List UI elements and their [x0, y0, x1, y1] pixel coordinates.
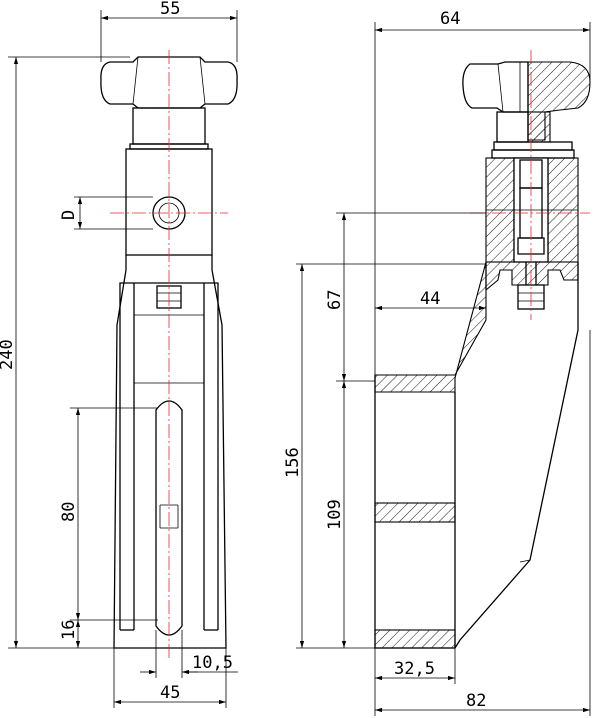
section-view — [374, 50, 591, 649]
front-dimensions: 55 240 D 80 16 10,5 45 — [0, 0, 238, 708]
section-body — [374, 261, 579, 393]
dim-slot-offset: 16 — [59, 620, 79, 640]
front-nut — [156, 285, 182, 309]
dim-slot-length: 80 — [59, 502, 79, 522]
dim-body-height: 156 — [283, 447, 303, 478]
front-knob — [100, 56, 238, 109]
dim-upper-offset: 44 — [420, 289, 440, 309]
dim-base-width: 45 — [160, 683, 180, 703]
dim-top-width-right: 64 — [440, 9, 460, 29]
front-view — [100, 50, 238, 660]
dim-overall-width: 82 — [466, 691, 486, 711]
dim-total-height: 240 — [0, 339, 17, 370]
section-dimensions: 64 67 44 109 156 32,5 82 — [283, 9, 591, 716]
dim-upper-height: 67 — [325, 290, 345, 310]
dim-slot-width: 10,5 — [192, 653, 233, 673]
dim-top-width-left: 55 — [160, 0, 180, 19]
front-body — [113, 255, 227, 649]
dim-lower-height: 109 — [325, 499, 345, 530]
section-knob — [462, 61, 529, 113]
dim-flange-width: 32,5 — [394, 659, 435, 679]
front-slot — [155, 400, 183, 636]
dim-hole-diameter: D — [59, 210, 79, 220]
